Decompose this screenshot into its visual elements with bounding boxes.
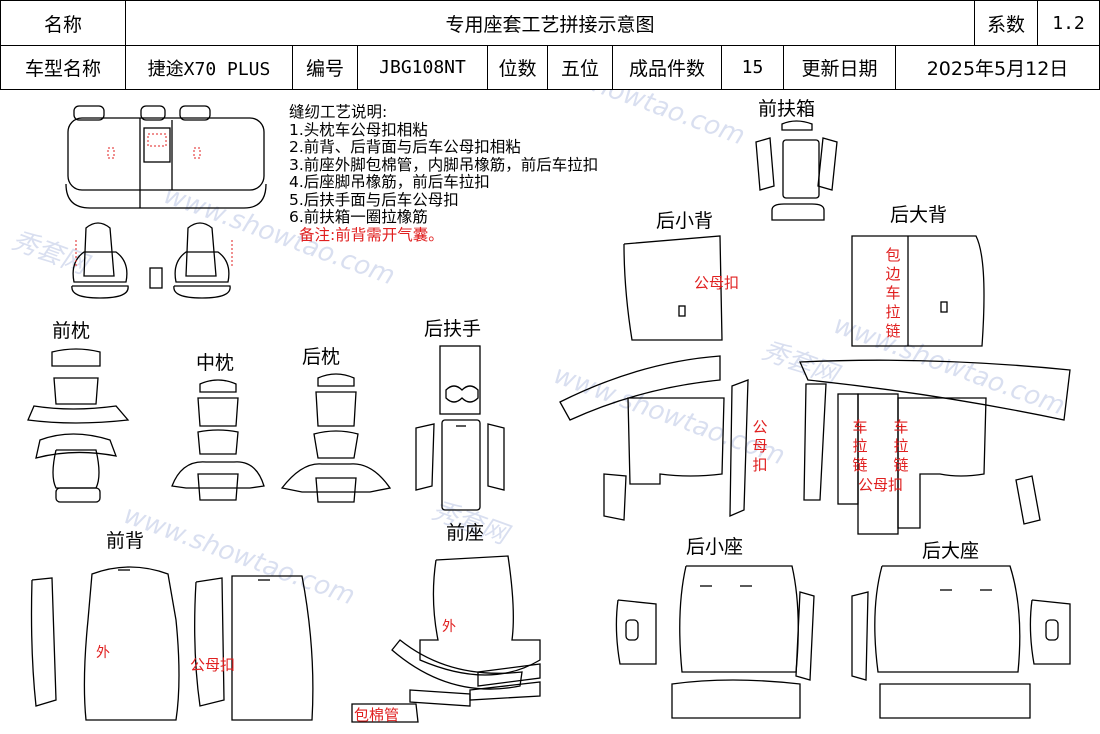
seats-value: 五位 (547, 45, 613, 90)
note-item: 6.前扶箱一圈拉橡筋 (289, 208, 428, 226)
front-armrest-box-pieces (755, 120, 838, 221)
rear-headrest-pieces (280, 373, 392, 503)
series-label: 系数 (974, 0, 1038, 46)
annotation-snap-rear: 公母扣 (858, 476, 904, 494)
model-label: 车型名称 (0, 45, 126, 90)
code-value: JBG108NT (357, 45, 488, 90)
section-front-armrest-box: 前扶箱 (758, 98, 816, 120)
section-middle-headrest: 中枕 (196, 352, 235, 374)
annotation-snap: 公母扣 (694, 274, 740, 292)
note-item: 5.后扶手面与后车公母扣 (289, 190, 459, 209)
front-back-pieces (30, 566, 314, 721)
date-label: 更新日期 (783, 45, 896, 90)
annotation-snap-vertical: 公母扣 (752, 418, 768, 474)
header-table: 名称 专用座套工艺拼接示意图 系数 1.2 车型名称 捷途X70 PLUS 编号… (0, 0, 1100, 90)
rear-big-back-pieces (799, 235, 1071, 535)
rear-big-seat-pieces (851, 565, 1071, 719)
sewing-notes: 缝纫工艺说明: 1.头枕车公母扣相粘 2.前背、后背面与后车公母扣相粘 3.前座… (289, 103, 599, 244)
pieces-label: 成品件数 (612, 45, 722, 90)
note-item: 1.头枕车公母扣相粘 (289, 120, 428, 139)
note-item: 2.前背、后背面与后车公母扣相粘 (289, 138, 521, 156)
annotation-outer-front-seat: 外 (442, 619, 456, 635)
annotation-outer-front-back: 外 (96, 645, 110, 661)
section-front-seat: 前座 (446, 522, 485, 544)
notes-remark: 备注:前背需开气囊。 (299, 225, 444, 244)
section-rear-headrest: 后枕 (302, 346, 341, 368)
rear-armrest-pieces (415, 345, 505, 511)
name-label: 名称 (0, 0, 126, 46)
section-rear-small-back: 后小背 (656, 210, 714, 232)
pieces-value: 15 (721, 45, 784, 90)
note-item: 4.后座脚吊橡筋，前后车拉扣 (289, 173, 490, 191)
front-headrest-pieces (27, 348, 130, 503)
section-front-back: 前背 (106, 530, 145, 552)
middle-headrest-pieces (171, 379, 265, 501)
annotation-snap-front-back: 公母扣 (190, 656, 236, 674)
overview-front-seats (71, 222, 231, 299)
overview-rear-bench (65, 105, 267, 209)
note-item: 3.前座外脚包棉管，内脚吊橡筋，前后车拉扣 (289, 155, 599, 174)
annotation-edge-zip: 包边车拉链 (885, 246, 901, 340)
annotation-cotton-tube: 包棉管 (354, 706, 400, 724)
rear-small-back-pieces (559, 235, 749, 521)
section-rear-armrest: 后扶手 (424, 318, 482, 340)
section-rear-small-seat: 后小座 (686, 536, 744, 558)
rear-small-seat-pieces (615, 565, 815, 719)
section-rear-big-back: 后大背 (890, 204, 948, 226)
date-value: 2025年5月12日 (895, 45, 1100, 90)
annotation-zip-left: 车拉链 (852, 418, 868, 474)
code-label: 编号 (292, 45, 358, 90)
model-value: 捷途X70 PLUS (125, 45, 293, 90)
seats-label: 位数 (487, 45, 548, 90)
notes-title: 缝纫工艺说明: (289, 103, 388, 121)
annotation-zip-right: 车拉链 (893, 418, 909, 474)
section-rear-big-seat: 后大座 (922, 540, 980, 562)
front-seat-pieces (351, 555, 541, 723)
section-front-headrest: 前枕 (52, 320, 91, 342)
